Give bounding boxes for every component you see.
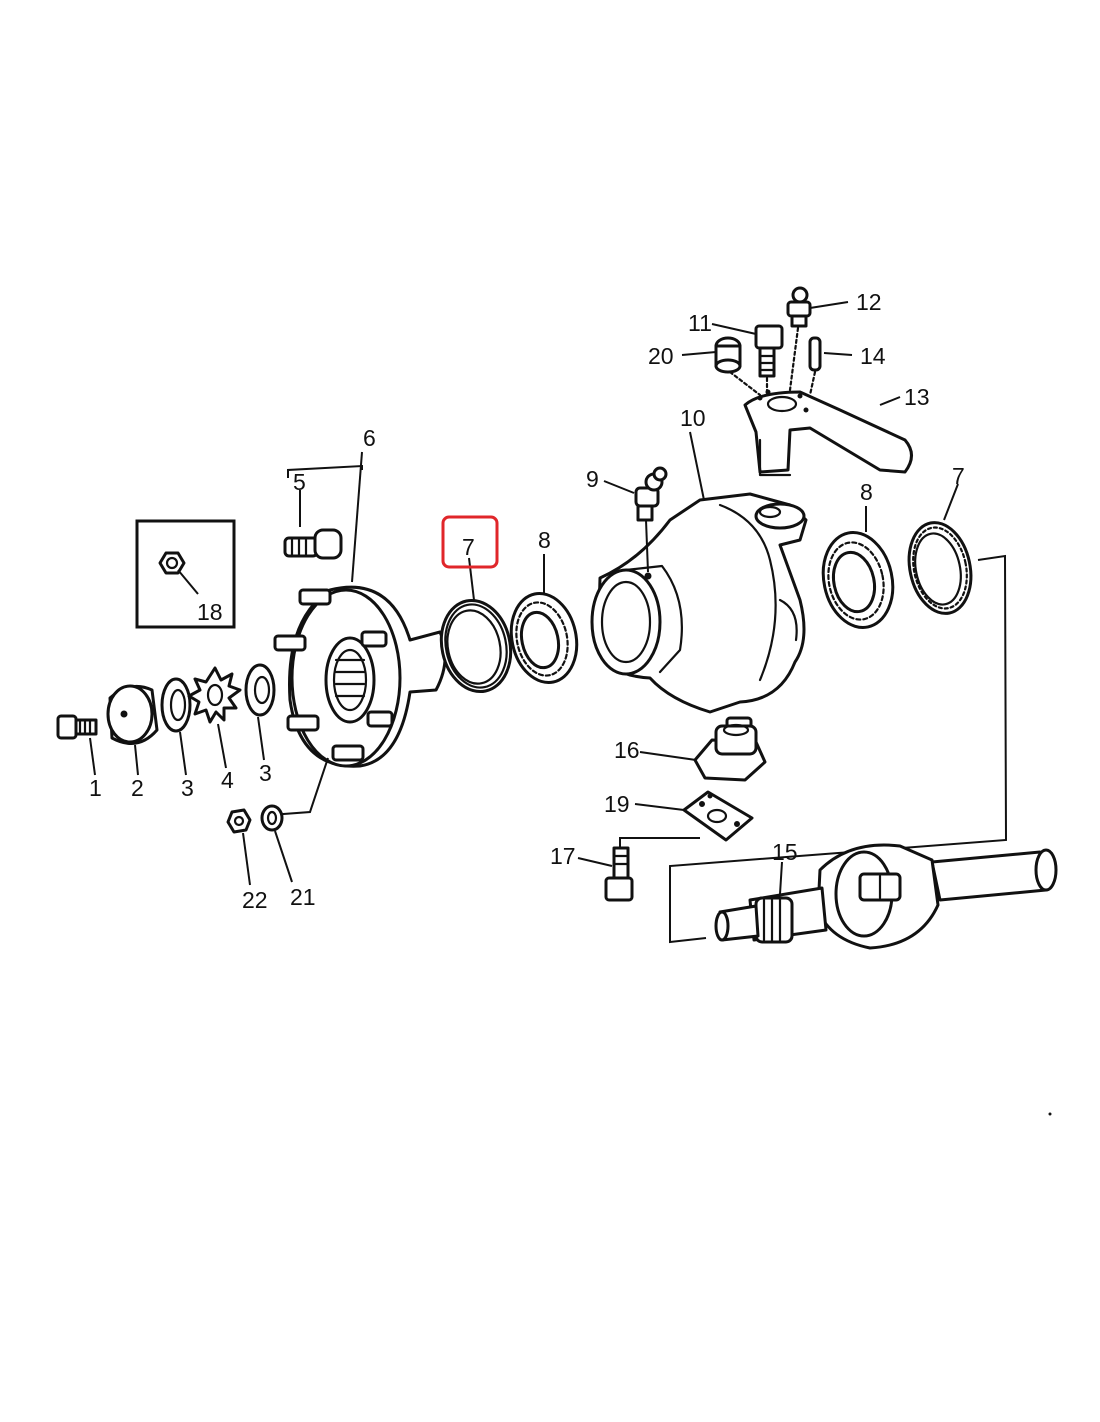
callout-12: 12	[856, 289, 882, 315]
part-17-bolt	[577, 846, 634, 902]
callout-4: 4	[221, 767, 234, 793]
part-22-nut	[226, 808, 252, 886]
callout-9: 9	[586, 466, 599, 492]
callout-labels: 1 2 3 4 3 5 6 7 8 9 10 11 12 13 14 20 8 …	[89, 289, 965, 913]
part-8-bearing-left	[509, 554, 579, 685]
callout-13: 13	[904, 384, 930, 410]
part-19-shim-plate	[619, 790, 754, 850]
part-16-lower-pivot	[639, 723, 767, 782]
callout-18: 18	[197, 599, 223, 625]
part-4-lock-washer	[187, 666, 242, 769]
part-11-bolt	[711, 323, 784, 394]
callout-15: 15	[772, 839, 798, 865]
callout-16: 16	[614, 737, 640, 763]
part-10-steering-knuckle	[590, 431, 808, 740]
callout-22: 22	[242, 887, 268, 913]
callout-21: 21	[290, 884, 316, 910]
callout-20: 20	[648, 343, 674, 369]
callout-1: 1	[89, 775, 102, 801]
part-9-grease-fitting	[603, 466, 668, 580]
part-7-seal-right	[907, 483, 973, 615]
callout-14: 14	[860, 343, 886, 369]
part-3-washer-left	[160, 677, 192, 776]
callout-3-right: 3	[259, 760, 272, 786]
part-13-steering-arm	[743, 389, 913, 477]
part-18-inset	[135, 519, 236, 629]
part-21-washer	[260, 804, 293, 883]
callout-5: 5	[293, 469, 306, 495]
part-14-pin	[808, 336, 853, 397]
part-7-seal-left	[439, 557, 513, 694]
part-8-bearing-right	[821, 506, 895, 629]
callout-7-right: 7	[952, 463, 965, 489]
part-1-bolt	[56, 714, 98, 776]
part-15-axle-shaft	[669, 554, 1058, 950]
part-6-wheel-hub	[269, 451, 447, 816]
callout-7-left: 7	[462, 534, 475, 560]
part-20-cap	[681, 336, 762, 397]
callout-7-highlight	[441, 515, 499, 569]
callout-8-left: 8	[538, 527, 551, 553]
part-12-grease-fitting	[786, 286, 849, 392]
part-2-hub-cap	[106, 684, 159, 776]
callout-17: 17	[550, 843, 576, 869]
callout-11: 11	[688, 310, 712, 336]
part-3-washer-right	[244, 663, 276, 761]
callout-3-left: 3	[181, 775, 194, 801]
callout-6: 6	[363, 425, 376, 451]
callout-10: 10	[680, 405, 706, 431]
callout-8-right: 8	[860, 479, 873, 505]
part-5-stud	[283, 490, 343, 560]
callout-19: 19	[604, 791, 630, 817]
callout-2: 2	[131, 775, 144, 801]
